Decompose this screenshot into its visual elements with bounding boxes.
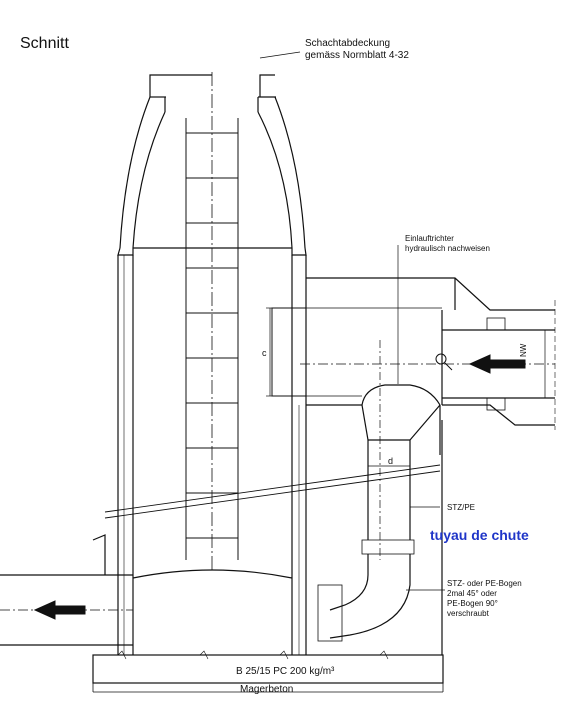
access-ladder (185, 118, 239, 560)
dimension-lines (266, 307, 546, 467)
inlet-funnel (361, 340, 441, 560)
inlet-funnel-note: Einlauftrichter hydraulisch nachweisen (405, 234, 490, 254)
bend-note-line1: STZ- oder PE-Bogen (447, 579, 522, 588)
drop-pipe (317, 440, 415, 642)
terrain-line (104, 464, 441, 519)
drop-pipe-label: tuyau de chute (430, 527, 529, 543)
bend-note-line3: PE-Bogen 90° (447, 599, 498, 608)
inlet-note-line2: hydraulisch nachweisen (405, 244, 490, 253)
bend-note: STZ- oder PE-Bogen 2mal 45° oder PE-Boge… (447, 579, 522, 619)
leader-lines (259, 51, 445, 591)
shaft-cone (117, 96, 307, 256)
cover-note: Schachtabdeckung gemäss Normblatt 4-32 (305, 38, 409, 62)
detail-marker (435, 353, 447, 365)
dimension-d-label: d (388, 456, 394, 466)
outlet-flow-arrow (33, 600, 86, 620)
drop-chamber (271, 277, 555, 655)
cover-note-line2: gemäss Normblatt 4-32 (305, 50, 409, 61)
bend-note-line2: 2mal 45° oder (447, 589, 497, 598)
dimension-nw-label: NW (519, 343, 528, 357)
outlet-pipe (0, 534, 293, 646)
inlet-flow-arrow (468, 354, 526, 374)
dimension-c-label: c (262, 348, 267, 358)
pipe-material-label: STZ/PE (447, 503, 476, 512)
bend-note-line4: verschraubt (447, 609, 489, 618)
cover-note-line1: Schachtabdeckung (305, 38, 391, 49)
inlet-note-line1: Einlauftrichter (405, 234, 454, 243)
drawing-title: Schnitt (20, 35, 69, 52)
shaft-cover (149, 74, 276, 112)
lean-concrete-label: Magerbeton (240, 684, 294, 695)
base-slab (92, 650, 444, 693)
concrete-spec-label: B 25/15 PC 200 kg/m³ (236, 666, 335, 677)
flow-arrows (33, 354, 526, 620)
